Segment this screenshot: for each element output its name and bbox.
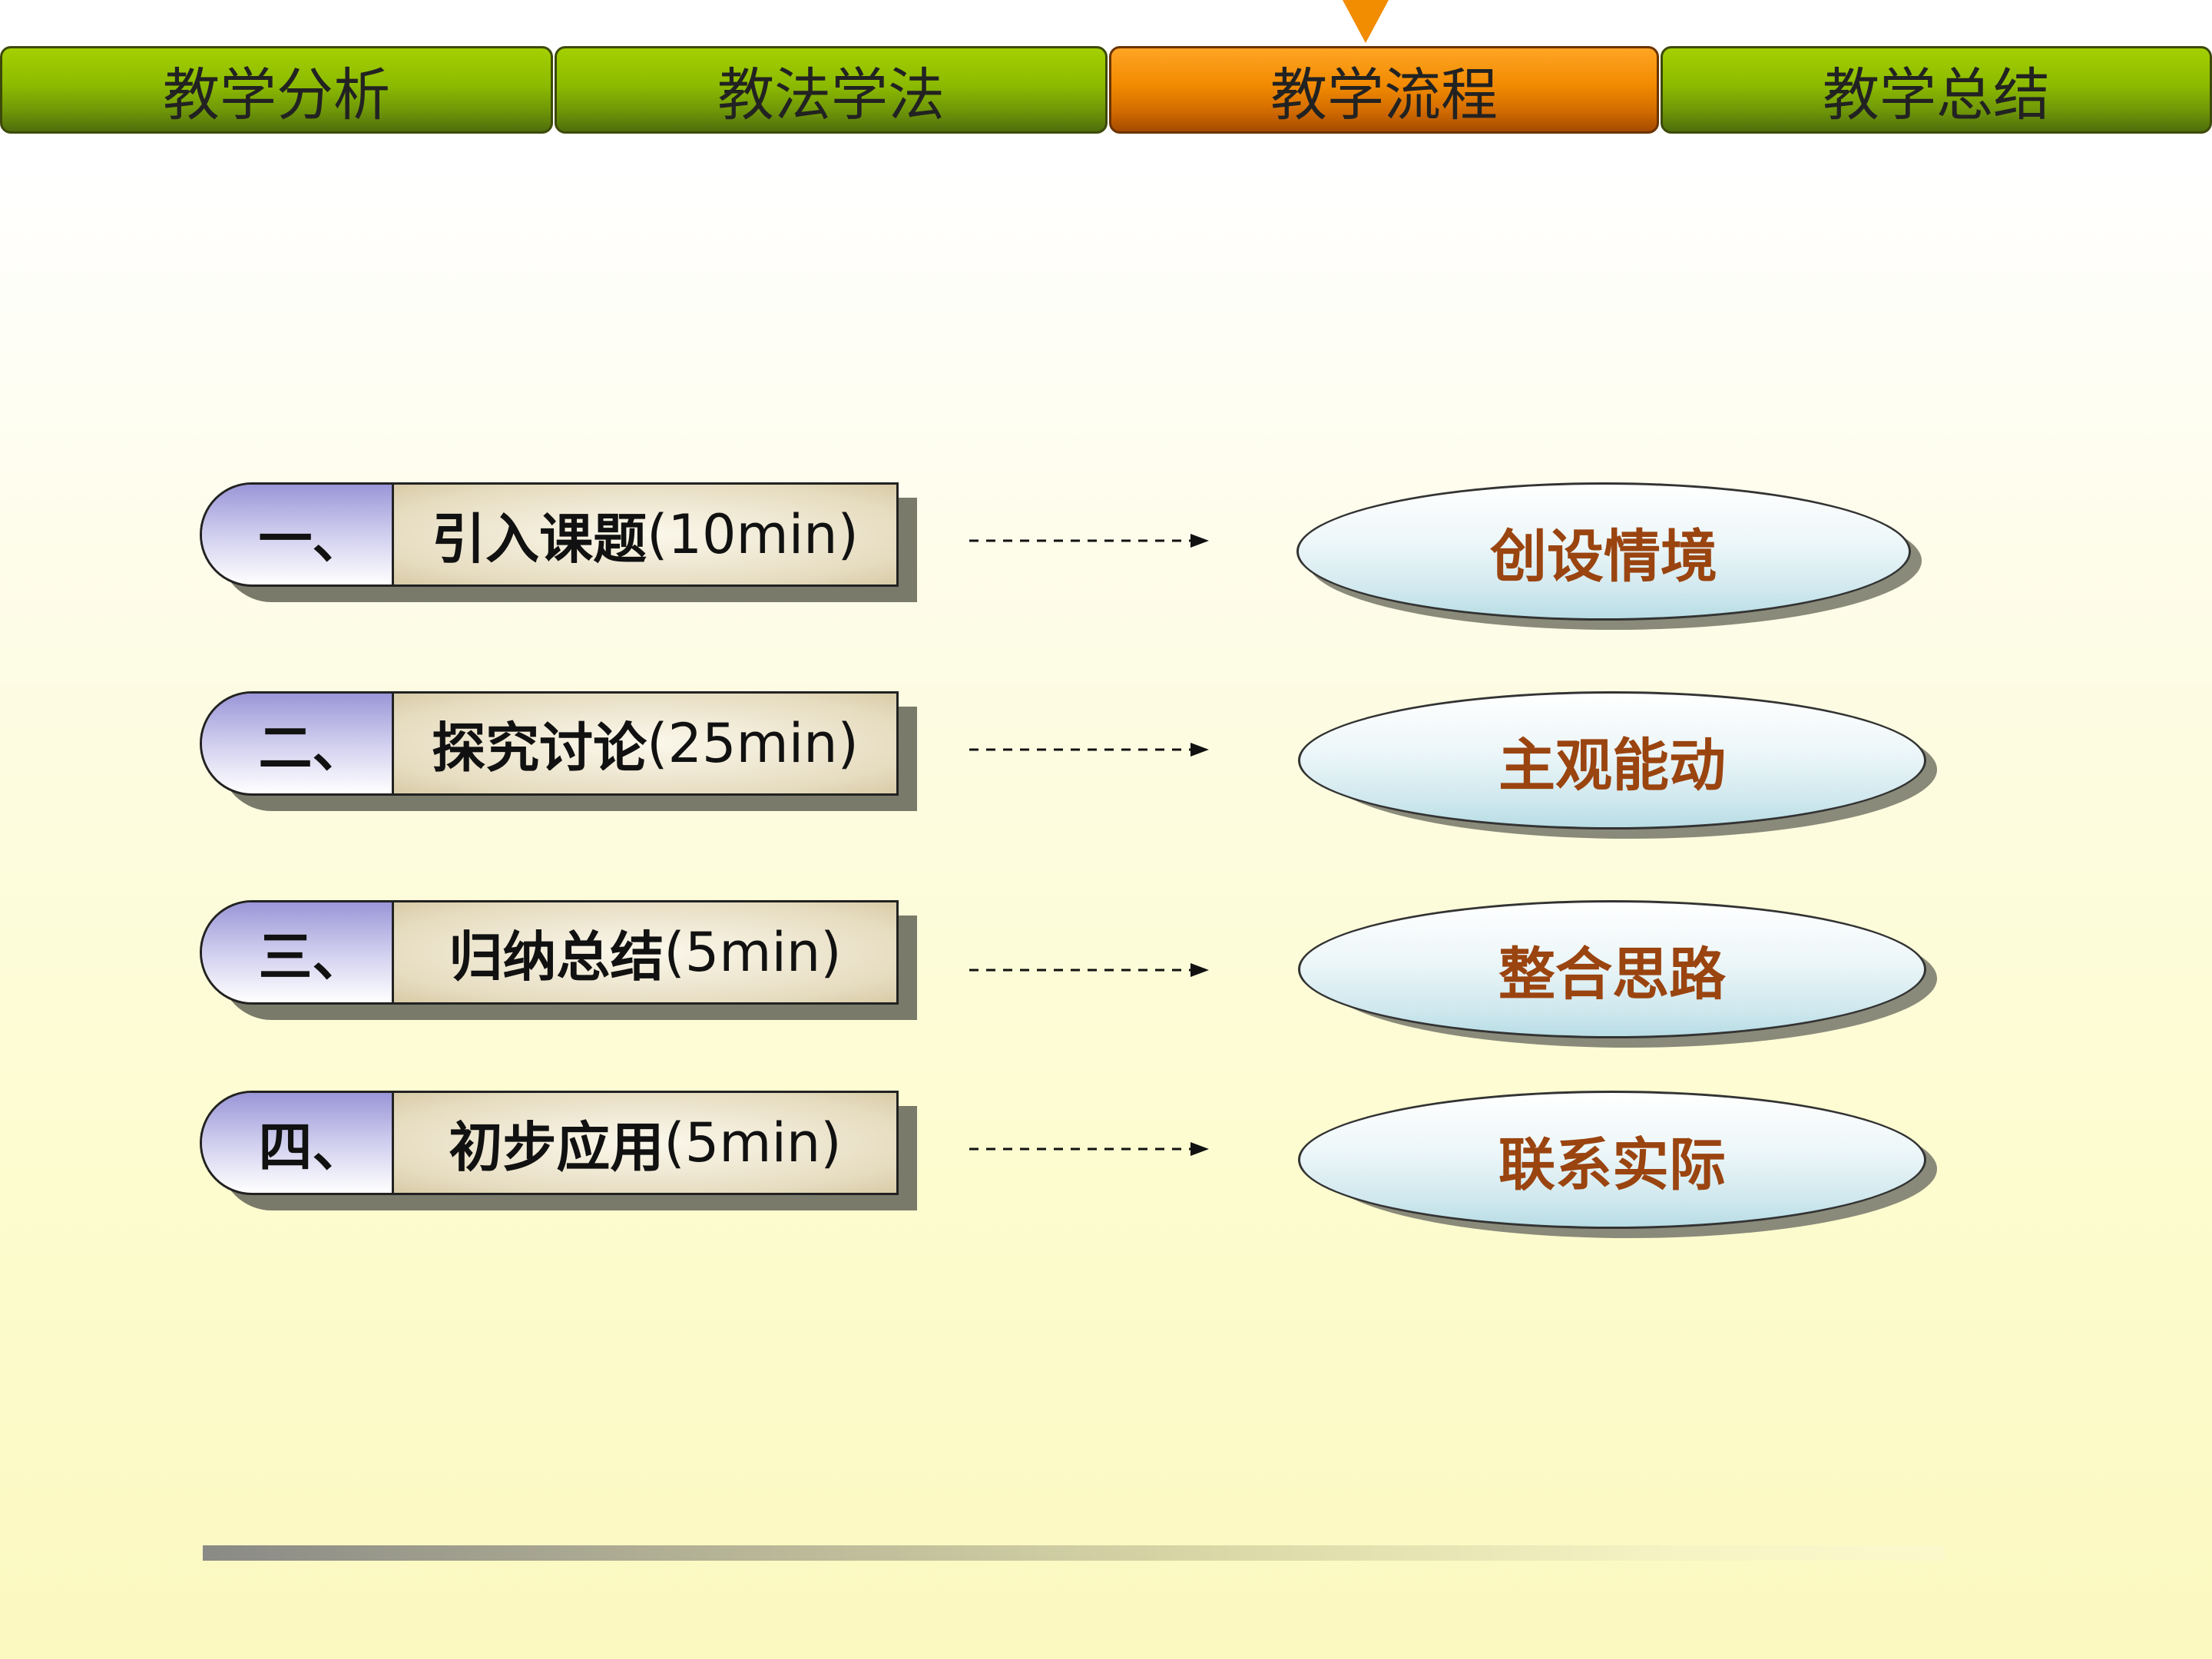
step-box: 三、 归纳总结(5min) [200, 900, 899, 1005]
dashed-arrow-icon [969, 743, 1209, 757]
step-box: 一、 引入课题(10min) [200, 482, 899, 587]
outcome-ellipse: 整合思路 [1298, 900, 1926, 1038]
step-duration: (5min) [664, 1111, 842, 1174]
tab-teaching-summary[interactable]: 教学总结 [1661, 46, 2212, 134]
dashed-arrow-icon [969, 963, 1209, 977]
bottom-gradient-bar [203, 1545, 1945, 1561]
step-box: 四、 初步应用(5min) [200, 1091, 899, 1195]
step-number: 二、 [202, 694, 394, 793]
step-title-text: 引入课题 [432, 507, 647, 571]
outcome-ellipse: 联系实际 [1298, 1091, 1926, 1229]
step-title-text: 初步应用 [449, 1115, 664, 1179]
tab-teaching-process[interactable]: 教学流程 [1109, 46, 1659, 134]
tab-teaching-analysis[interactable]: 教学分析 [0, 46, 553, 134]
step-number: 四、 [202, 1093, 394, 1193]
step-title: 引入课题(10min) [394, 485, 896, 584]
outcome-ellipse: 主观能动 [1298, 691, 1926, 830]
tab-label: 教学总结 [1823, 61, 2050, 128]
active-tab-pointer-icon [1343, 0, 1389, 43]
step-title-text: 探究讨论 [432, 716, 647, 780]
process-row-1: 一、 引入课题(10min) 创设情境 [0, 482, 2212, 630]
step-number: 三、 [202, 902, 394, 1002]
step-duration: (5min) [664, 921, 842, 984]
step-title: 探究讨论(25min) [394, 694, 896, 793]
tab-teaching-methods[interactable]: 教法学法 [555, 46, 1108, 134]
dashed-arrow-icon [969, 1142, 1209, 1156]
outcome-ellipse: 创设情境 [1296, 482, 1911, 621]
step-title: 初步应用(5min) [394, 1093, 896, 1193]
dashed-arrow-icon [969, 534, 1209, 548]
step-box: 二、 探究讨论(25min) [200, 691, 899, 796]
process-row-3: 三、 归纳总结(5min) 整合思路 [0, 900, 2212, 1048]
tab-label: 教法学法 [717, 61, 945, 128]
process-row-2: 二、 探究讨论(25min) 主观能动 [0, 691, 2212, 839]
tab-label: 教学分析 [163, 61, 390, 128]
process-row-4: 四、 初步应用(5min) 联系实际 [0, 1091, 2212, 1238]
tab-label: 教学流程 [1270, 61, 1498, 128]
step-number: 一、 [202, 485, 394, 584]
step-title: 归纳总结(5min) [394, 902, 896, 1002]
top-nav: 教学分析 教法学法 教学流程 教学总结 [0, 46, 2212, 137]
step-duration: (25min) [647, 712, 859, 775]
step-title-text: 归纳总结 [449, 925, 664, 988]
step-duration: (10min) [647, 503, 859, 566]
